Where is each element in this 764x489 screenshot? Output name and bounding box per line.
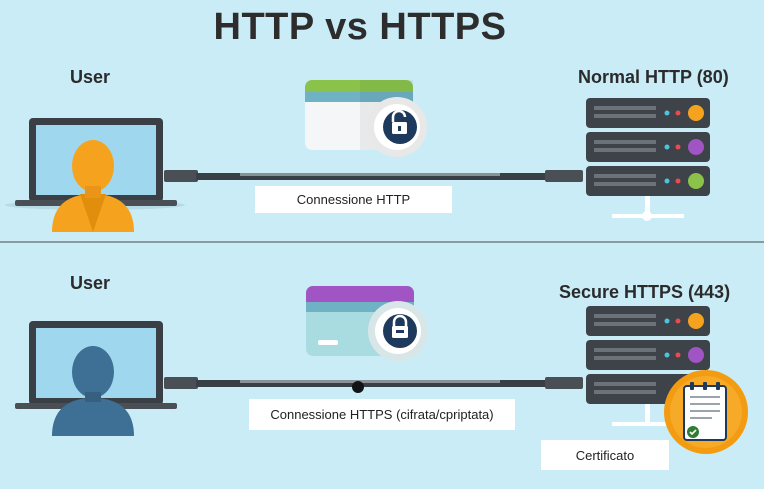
cable-https (164, 377, 583, 393)
unlocked-padlock-icon (383, 109, 417, 144)
server-label-http: Normal HTTP (80) (578, 67, 729, 87)
server-rack-icon (586, 98, 710, 221)
page-title: HTTP vs HTTPS (213, 6, 507, 48)
certificate-label: Certificato (541, 440, 669, 470)
user-label-http: User (70, 67, 111, 87)
connection-label-http-text: Connessione HTTP (296, 192, 411, 207)
connection-label-http: Connessione HTTP (255, 186, 452, 213)
connection-label-https-text: Connessione HTTPS (cifrata/cpriptata) (270, 407, 494, 422)
user-label-https: User (70, 273, 111, 293)
certificate-icon (664, 370, 748, 454)
cable-http (164, 170, 583, 182)
locked-padlock-icon (383, 314, 417, 348)
certificate-label-text: Certificato (575, 447, 635, 463)
user-icon (52, 346, 134, 436)
server-label-https: Secure HTTPS (443) (559, 282, 731, 302)
connection-label-https: Connessione HTTPS (cifrata/cpriptata) (249, 399, 515, 430)
user-icon (52, 140, 134, 232)
